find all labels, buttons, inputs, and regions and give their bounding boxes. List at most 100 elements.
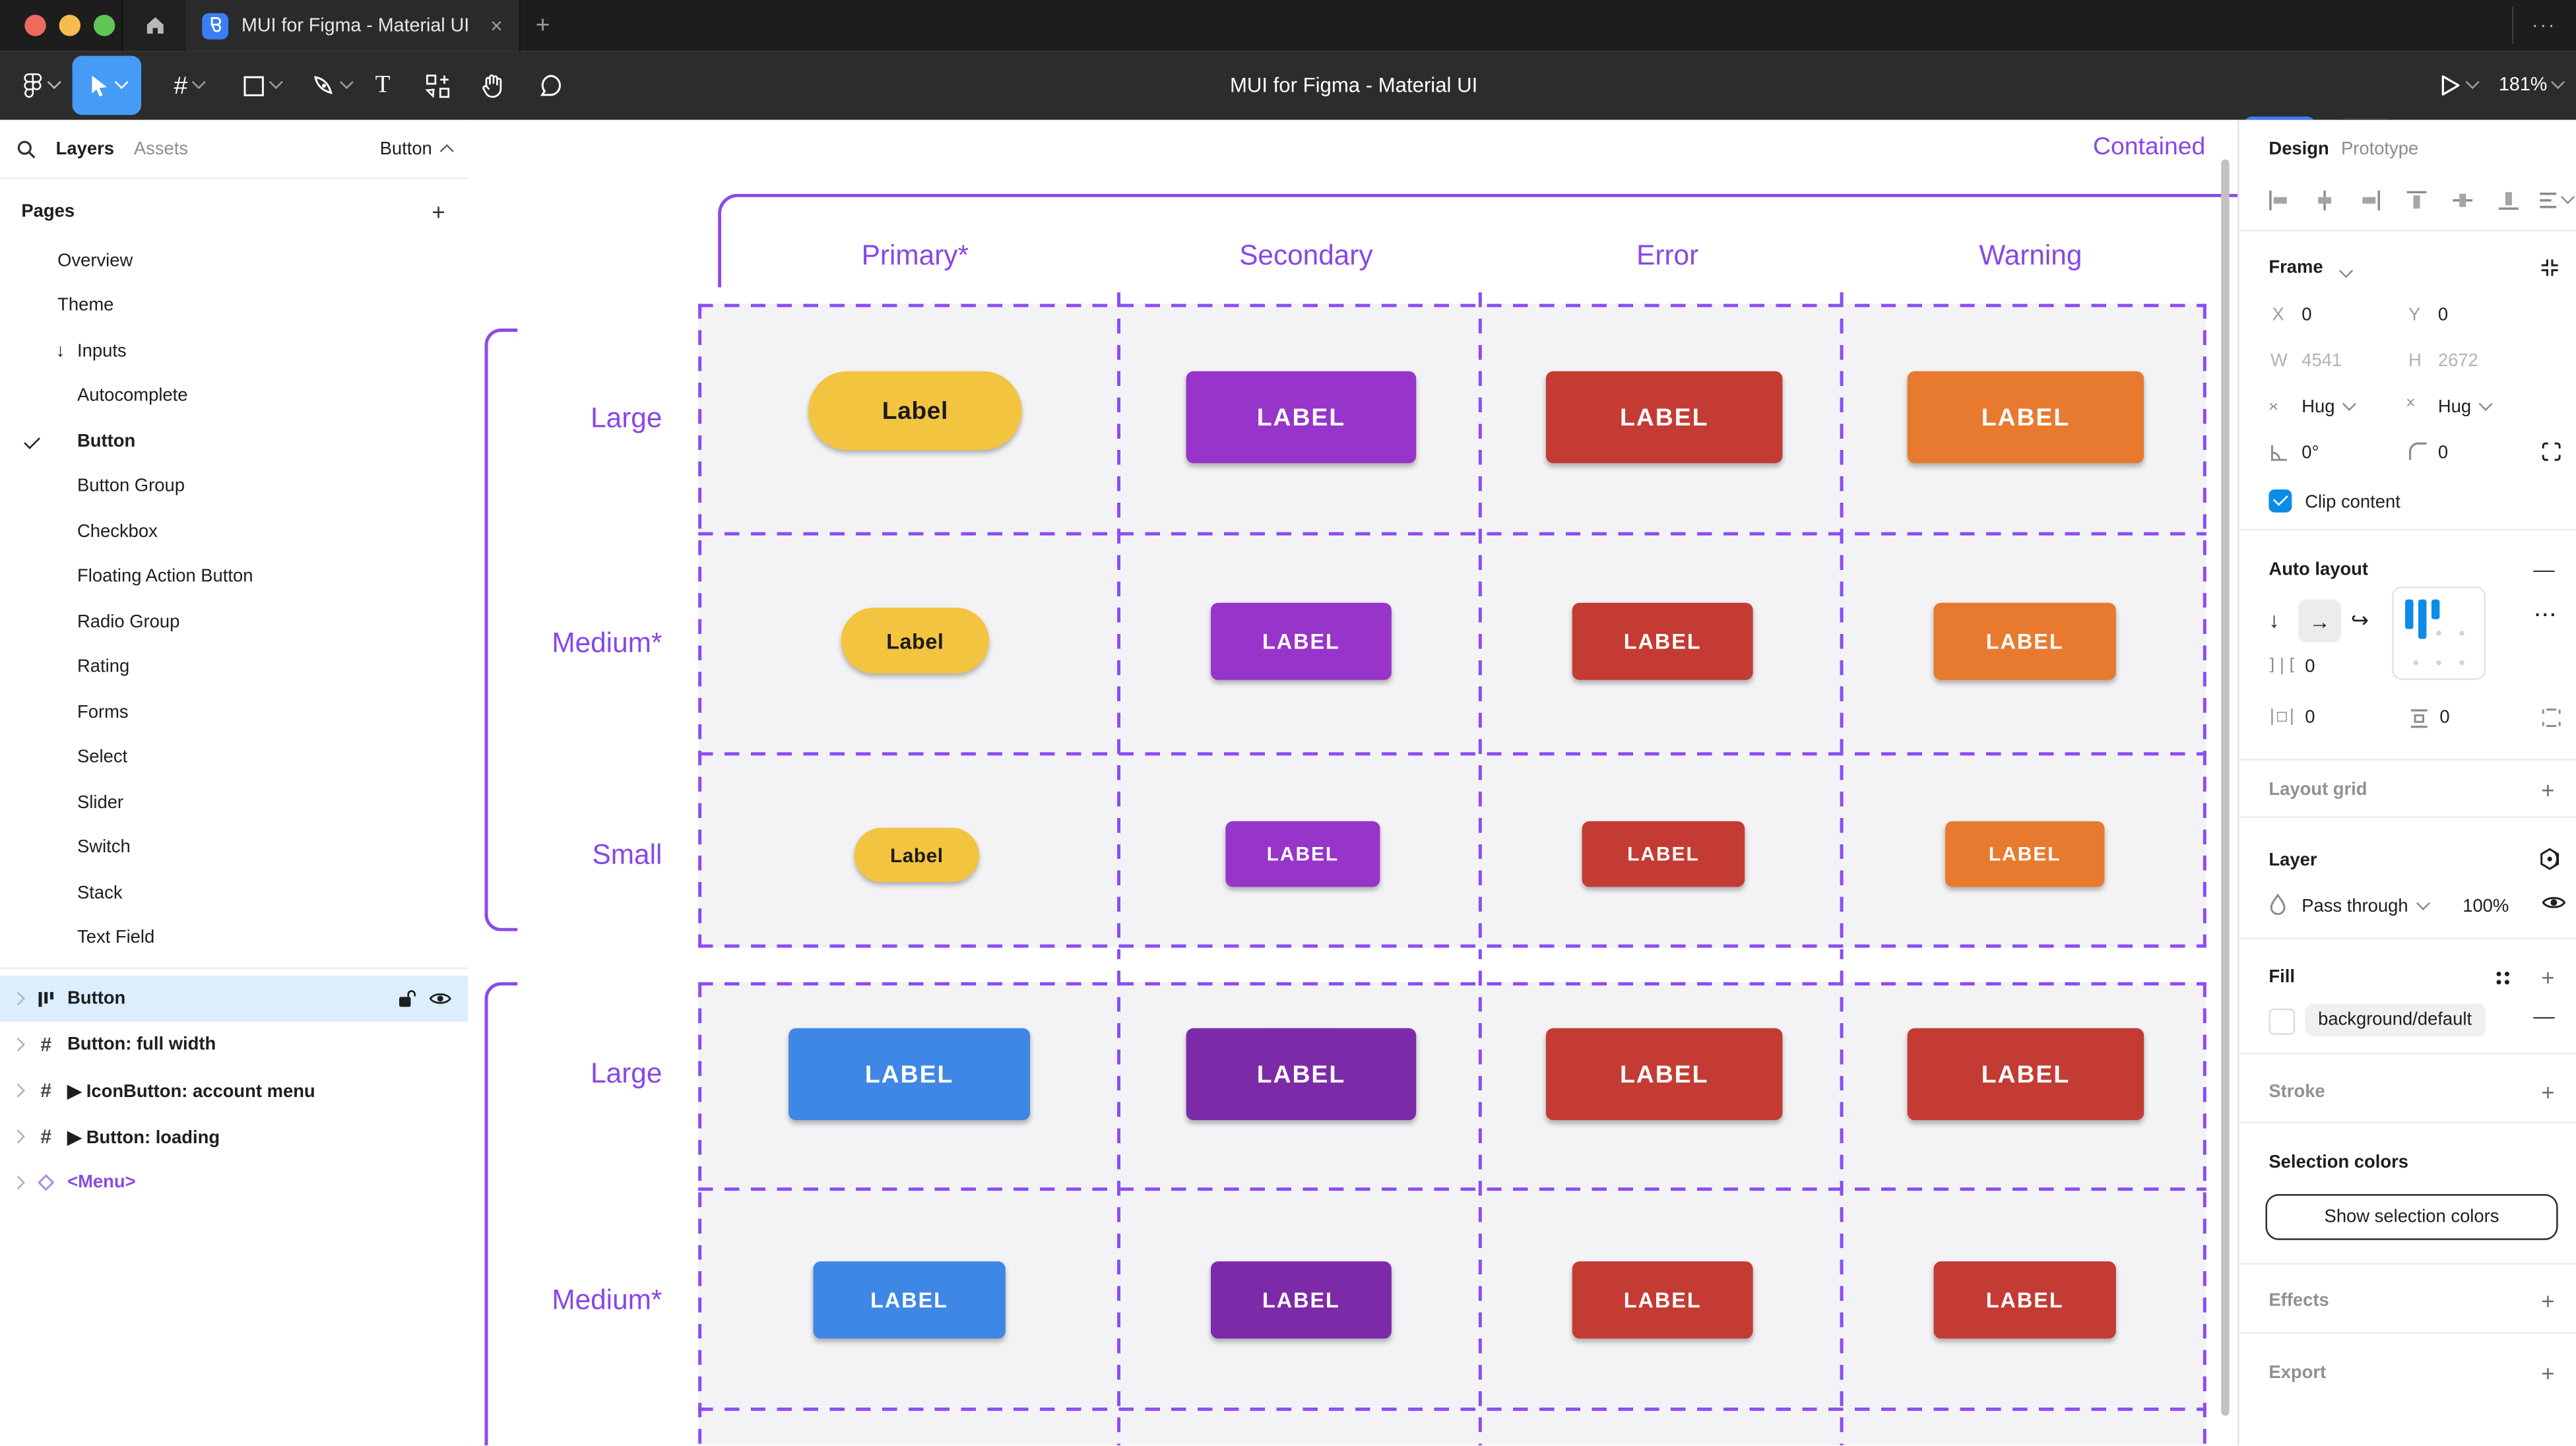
direction-right-selected[interactable]: → — [2298, 599, 2341, 643]
opacity-value[interactable]: 100% — [2463, 896, 2509, 917]
clip-content-checkbox[interactable] — [2269, 489, 2292, 513]
canvas-viewport[interactable]: Contained Primary* Secondary Error Warn — [468, 119, 2238, 1446]
auto-layout-more-button[interactable]: ··· — [2534, 606, 2558, 626]
remove-fill-button[interactable]: — — [2533, 1003, 2555, 1028]
individual-padding-icon[interactable] — [2542, 708, 2561, 728]
corner-radius-value[interactable]: 0 — [2437, 443, 2449, 464]
direction-down-icon[interactable]: ↓ — [2269, 608, 2280, 633]
canvas-scrollbar[interactable] — [2221, 159, 2230, 1416]
page-item-button-group[interactable]: Button Group — [77, 476, 185, 497]
visibility-eye-icon[interactable] — [429, 990, 452, 1007]
blend-mode-select[interactable]: Pass through — [2302, 896, 2430, 916]
button-error-medium[interactable]: LABEL — [1572, 602, 1753, 680]
fill-color-swatch[interactable] — [2269, 1008, 2296, 1035]
maximize-window-button[interactable] — [93, 15, 115, 36]
padding-vertical-value[interactable]: 0 — [2439, 708, 2450, 728]
button-warning-medium[interactable]: LABEL — [1933, 602, 2116, 680]
page-item-checkbox[interactable]: Checkbox — [77, 522, 158, 542]
page-item-text-field[interactable]: Text Field — [77, 928, 155, 949]
main-menu-button[interactable] — [16, 51, 66, 120]
gap-value[interactable]: 0 — [2305, 656, 2315, 677]
layer-row-menu-component[interactable]: <Menu> — [0, 1160, 468, 1206]
tab-design[interactable]: Design — [2269, 139, 2329, 160]
button-secondary-large[interactable]: LABEL — [1186, 371, 1417, 464]
expand-chevron-icon[interactable] — [11, 1083, 25, 1098]
frame-section-header[interactable]: Frame — [2269, 257, 2323, 278]
page-item-theme[interactable]: Theme — [57, 296, 114, 316]
minimize-window-button[interactable] — [59, 15, 81, 36]
align-top-icon[interactable] — [2405, 189, 2428, 212]
button-secondary-small[interactable]: LABEL — [1225, 821, 1380, 887]
add-page-button[interactable]: + — [432, 199, 445, 226]
button-primary-large[interactable]: Label — [808, 371, 1022, 451]
expand-chevron-icon[interactable] — [11, 991, 25, 1006]
page-item-stack[interactable]: Stack — [77, 883, 123, 903]
file-tab[interactable]: MUI for Figma - Material UI × — [185, 0, 521, 51]
comment-tool-button[interactable] — [526, 51, 575, 120]
hand-tool-button[interactable] — [468, 51, 518, 120]
align-right-icon[interactable] — [2359, 189, 2382, 212]
layer-row-button-full-width[interactable]: # Button: full width — [0, 1022, 468, 1068]
independent-corners-icon[interactable] — [2542, 442, 2561, 462]
distribute-menu-icon[interactable] — [2538, 190, 2575, 208]
chevron-down-icon[interactable] — [2334, 264, 2353, 284]
hug-vertical-select[interactable]: Hug — [2438, 396, 2494, 417]
align-v-center-icon[interactable] — [2451, 189, 2474, 212]
window-overflow-menu[interactable]: ··· — [2531, 13, 2557, 36]
button-info-large[interactable]: LABEL — [789, 1028, 1031, 1121]
page-item-select[interactable]: Select — [77, 747, 128, 768]
tab-prototype[interactable]: Prototype — [2340, 139, 2419, 160]
fill-token[interactable]: background/default — [2305, 1003, 2486, 1037]
layer-row-button[interactable]: Button — [0, 975, 468, 1022]
button-error-large-3[interactable]: LABEL — [1907, 1028, 2144, 1121]
close-window-button[interactable] — [24, 15, 46, 36]
wrap-icon[interactable]: ↩ — [2350, 608, 2369, 633]
button-primary-small[interactable]: Label — [854, 827, 979, 883]
button-error-medium-2[interactable]: LABEL — [1572, 1261, 1753, 1339]
frame-title[interactable]: Contained — [2093, 133, 2206, 162]
y-value[interactable]: 0 — [2437, 305, 2449, 325]
add-effect-button[interactable]: + — [2541, 1288, 2555, 1314]
button-error-large[interactable]: LABEL — [1545, 371, 1783, 464]
shape-tool-button[interactable] — [227, 51, 296, 120]
add-fill-button[interactable]: + — [2541, 964, 2555, 991]
alignment-pad[interactable] — [2392, 586, 2486, 680]
button-error-large-2[interactable]: LABEL — [1545, 1028, 1783, 1121]
button-info-medium[interactable]: LABEL — [813, 1261, 1006, 1339]
tab-layers[interactable]: Layers — [55, 139, 115, 159]
frame-tool-button[interactable]: # — [154, 51, 224, 120]
add-layout-grid-button[interactable]: + — [2541, 776, 2555, 803]
text-tool-button[interactable]: T — [358, 51, 408, 120]
page-item-button[interactable]: Button — [0, 419, 468, 464]
button-error-medium-3[interactable]: LABEL — [1933, 1261, 2116, 1339]
page-item-forms[interactable]: Forms — [77, 703, 129, 722]
remove-auto-layout-button[interactable]: — — [2533, 557, 2555, 582]
expand-chevron-icon[interactable] — [11, 1176, 25, 1190]
w-value[interactable]: 4541 — [2302, 351, 2342, 371]
page-item-switch[interactable]: Switch — [77, 838, 131, 858]
styles-dots-icon[interactable] — [2494, 969, 2512, 987]
h-value[interactable]: 2672 — [2437, 351, 2478, 371]
page-selector[interactable]: Button — [380, 139, 454, 158]
expand-chevron-icon[interactable] — [11, 1129, 25, 1144]
zoom-menu[interactable]: 181% — [2499, 51, 2566, 120]
blend-mode-icon[interactable] — [2538, 848, 2561, 871]
document-title[interactable]: MUI for Figma - Material UI — [1229, 74, 1478, 97]
show-selection-colors-button[interactable]: Show selection colors — [2265, 1194, 2558, 1240]
move-tool-button[interactable] — [72, 55, 142, 115]
layer-visibility-eye-icon[interactable] — [2542, 893, 2566, 911]
layer-row-iconbutton-account-menu[interactable]: # ▶ IconButton: account menu — [0, 1067, 468, 1114]
collapse-frame-icon[interactable] — [2540, 258, 2560, 278]
layer-row-button-loading[interactable]: # ▶ Button: loading — [0, 1114, 468, 1160]
padding-horizontal-value[interactable]: 0 — [2305, 708, 2315, 728]
expand-chevron-icon[interactable] — [11, 1037, 25, 1052]
hug-horizontal-select[interactable]: Hug — [2302, 396, 2357, 417]
page-item-radio-group[interactable]: Radio Group — [77, 612, 180, 632]
align-bottom-icon[interactable] — [2497, 189, 2520, 212]
page-item-autocomplete[interactable]: Autocomplete — [77, 386, 188, 406]
tab-assets[interactable]: Assets — [133, 139, 189, 159]
pen-tool-button[interactable] — [298, 51, 367, 120]
present-button[interactable] — [2439, 51, 2480, 120]
page-item-slider[interactable]: Slider — [77, 792, 124, 813]
x-value[interactable]: 0 — [2302, 305, 2312, 325]
